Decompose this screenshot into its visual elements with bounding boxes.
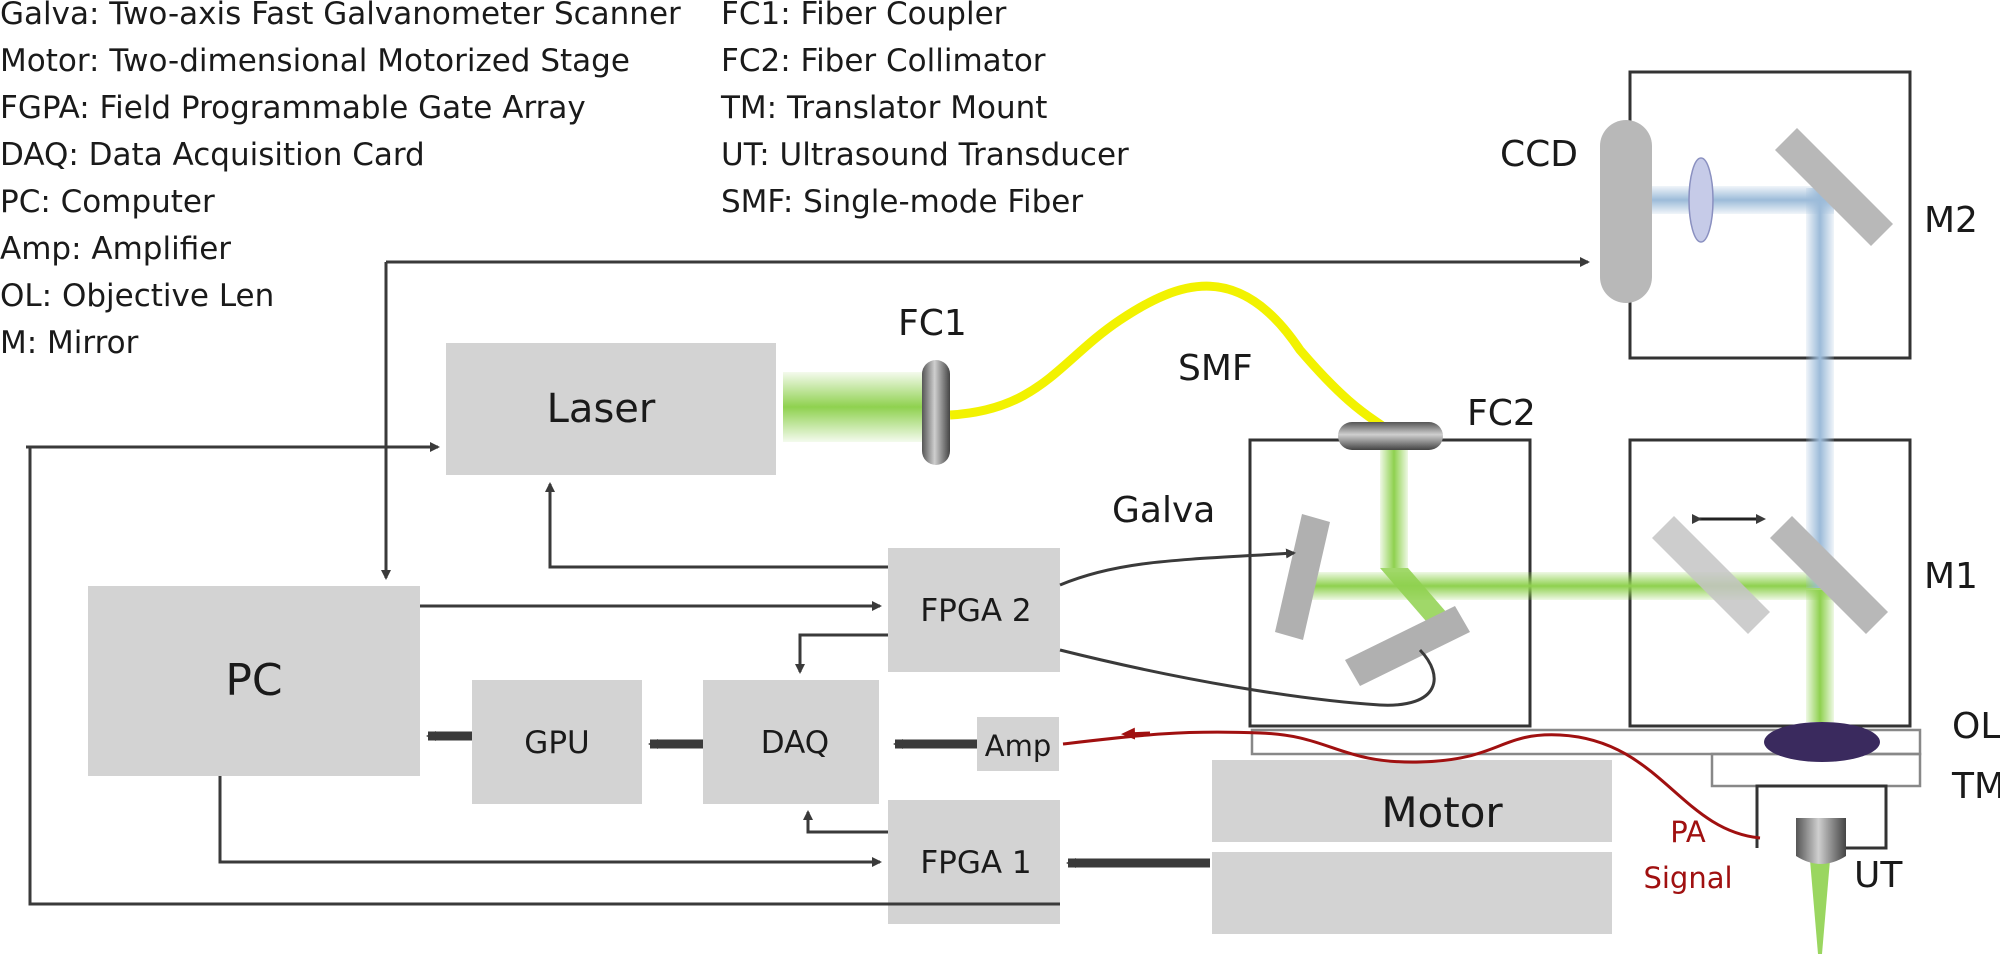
motor-block-bottom (1212, 852, 1612, 934)
fpga2-block (888, 548, 1060, 672)
legend-fpga: FGPA: Field Programmable Gate Array (0, 90, 586, 126)
m2-label: M2 (1924, 200, 1978, 241)
collimated-beam-down (1380, 438, 1408, 568)
fc1-label: FC1 (898, 303, 967, 344)
pa-signal-arrow-icon (1121, 727, 1151, 740)
pc-label: PC (225, 655, 282, 706)
fc2-label: FC2 (1467, 393, 1536, 434)
galva-mirror-2 (1345, 606, 1470, 686)
m1-label: M1 (1924, 556, 1978, 597)
legend-tm: TM: Translator Mount (720, 90, 1047, 126)
motor-block-top (1212, 760, 1612, 842)
tm-label: TM (1951, 766, 2000, 807)
ccd-camera (1600, 120, 1652, 303)
blue-beam-vertical (1806, 188, 1834, 588)
gpu-block (472, 680, 642, 804)
fc1-coupler (922, 360, 950, 465)
legend-fc1: FC1: Fiber Coupler (721, 0, 1007, 32)
ccd-lens (1688, 157, 1714, 243)
blue-beam-to-ccd (1648, 186, 1834, 214)
legend-right: FC1: Fiber Coupler FC2: Fiber Collimator… (720, 0, 1129, 220)
legend-mirror: M: Mirror (0, 325, 139, 361)
wire-left-loop (28, 447, 1060, 906)
wire-fpga2-to-galva (1059, 548, 1296, 587)
single-mode-fiber (949, 281, 1394, 436)
legend-ol: OL: Objective Len (0, 278, 274, 314)
legend-motor: Motor: Two-dimensional Motorized Stage (0, 43, 630, 79)
legend-left: Galva: Two-axis Fast Galvanometer Scanne… (0, 0, 681, 361)
ut-holder (1755, 784, 1888, 850)
objective-lens (1764, 722, 1880, 762)
smf-label: SMF (1178, 348, 1253, 389)
fpga1-label: FPGA 1 (920, 845, 1031, 881)
pa-signal-wire (1062, 730, 1761, 840)
mirror-m1 (1770, 516, 1888, 634)
laser-output-beam (783, 372, 925, 442)
fpga2-label: FPGA 2 (920, 593, 1031, 629)
wire-fpga2-to-daq (795, 633, 888, 674)
motor-label: Motor (1381, 788, 1503, 837)
legend-pc: PC: Computer (0, 184, 215, 220)
legend-smf: SMF: Single-mode Fiber (721, 184, 1083, 220)
ol-label: OL (1952, 706, 2000, 747)
fc2-collimator (1338, 422, 1443, 450)
mirror-m1-alt-position (1652, 516, 1770, 634)
legend-ut: UT: Ultrasound Transducer (721, 137, 1129, 173)
mirror-m2 (1775, 128, 1893, 246)
ut-label: UT (1854, 855, 1903, 896)
wire-fpga2-to-laser (545, 482, 888, 569)
gpu-label: GPU (524, 725, 589, 761)
wire-fpga2-to-galva-2 (1059, 648, 1436, 707)
daq-block (703, 680, 879, 804)
pa-signal-label-line2: Signal (1643, 861, 1732, 895)
amp-label: Amp (985, 729, 1052, 763)
galva-mirror-1 (1275, 514, 1330, 640)
pc-block (88, 586, 420, 776)
ol-plate (1250, 728, 1922, 756)
galva-label: Galva (1112, 490, 1215, 531)
pa-signal-label-line1: PA (1670, 815, 1706, 849)
amp-block (977, 717, 1059, 771)
legend-fc2: FC2: Fiber Collimator (721, 43, 1046, 79)
green-beam-to-ol (1806, 590, 1834, 722)
legend-amp: Amp: Amplifier (0, 231, 231, 267)
ultrasound-transducer (1796, 818, 1846, 864)
focused-beam (1810, 860, 1830, 954)
wire-pc-to-fpga1 (218, 776, 882, 867)
legend-daq: DAQ: Data Acquisition Card (0, 137, 425, 173)
green-beam-horizontal (1295, 572, 1835, 600)
laser-label: Laser (547, 386, 656, 432)
legend-galva: Galva: Two-axis Fast Galvanometer Scanne… (0, 0, 681, 32)
daq-label: DAQ (761, 725, 829, 761)
ccd-label: CCD (1500, 134, 1578, 175)
laser-block (446, 343, 776, 475)
wire-fpga1-to-daq (803, 810, 888, 834)
